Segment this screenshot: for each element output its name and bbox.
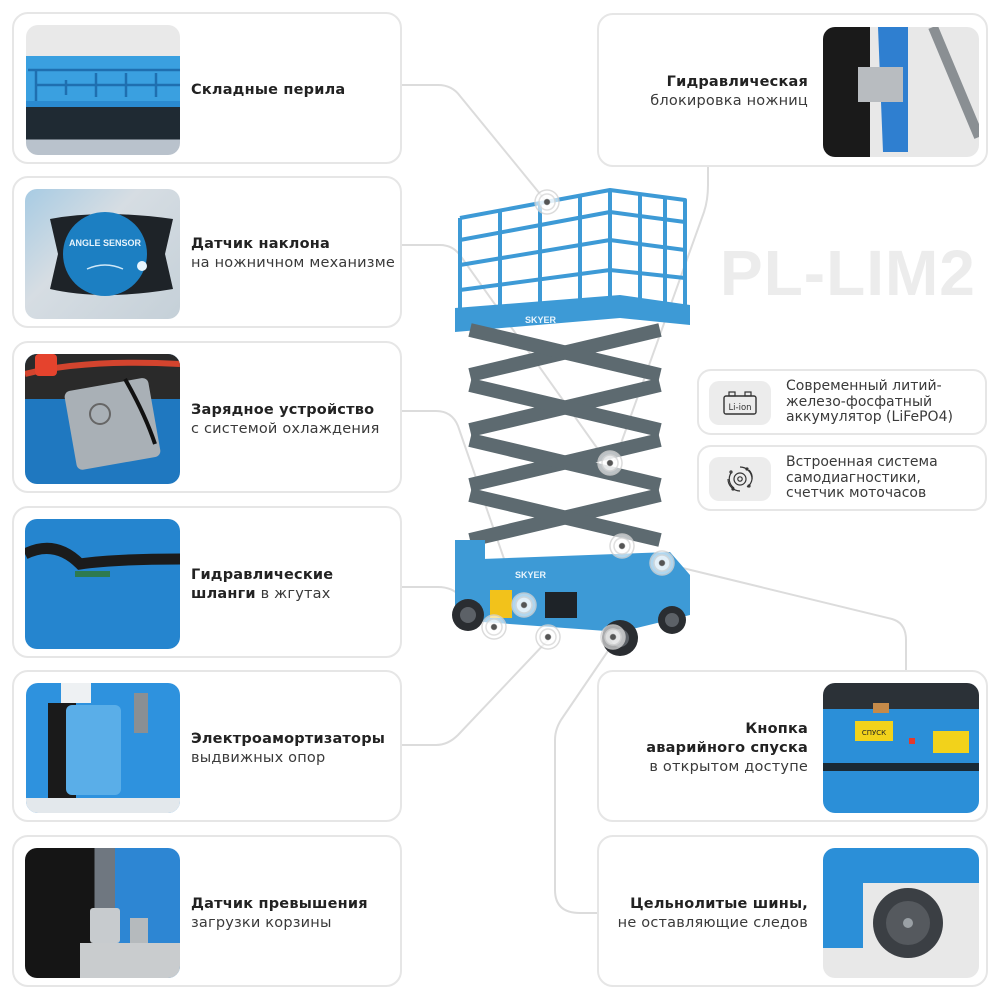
card-subtitle: в жгутах [260,586,331,602]
card-title: Цельнолитые шины, [630,896,808,912]
overload-sensor-illustration [80,908,180,978]
card-subtitle: выдвижных опор [191,750,326,766]
hydraulic-lock-illustration [858,27,979,152]
feature-card-hydraulic-lock: Гидравлическая блокировка ножниц [597,13,988,167]
sensor-illustration: ANGLE SENSOR [50,212,173,296]
feature-card-emergency-descent: СПУСК Кнопка аварийного спуска в открыто… [597,670,988,822]
railing-illustration [26,68,180,107]
photo-angle-sensor: ANGLE SENSOR [25,189,180,319]
card-subtitle: блокировка ножниц [650,93,808,109]
photo-hydraulic-hoses [25,519,180,649]
card-title: Зарядное устройство [191,402,375,418]
model-title: PL-LIM2 [720,237,976,309]
battery-li-ion-icon: Li-ion [709,381,771,425]
card-title: Датчик превышения [191,896,368,912]
hotspot-solid-tires[interactable] [600,624,626,650]
photo-folding-railing [26,25,180,155]
feature-card-charger: Зарядное устройство с системой охлаждени… [12,341,402,493]
card-title-cont: аварийного спуска [646,740,808,756]
charger-illustration [25,354,180,470]
photo-hydraulic-lock [823,27,979,157]
card-title: Электроамортизаторы [191,731,386,747]
card-title: Кнопка [745,721,808,737]
scissor-lift-image: SKYER SKYER [452,188,690,656]
hotspot-hydraulic-lock[interactable] [597,450,623,476]
damper-illustration [26,683,180,813]
feature-card-hydraulic-hoses: Гидравлические шланги в жгутах [12,506,402,658]
feature-text: Встроенная система самодиагностики, счет… [786,454,938,501]
svg-text:ANGLE SENSOR: ANGLE SENSOR [69,238,142,248]
emergency-button-illustration: СПУСК [823,703,979,771]
feature-self-diagnostics: Встроенная система самодиагностики, счет… [697,445,987,511]
card-subtitle: в открытом доступе [649,759,808,775]
photo-solid-tire [823,848,979,978]
feature-battery: Li-ion Современный литий- железо-фосфатн… [697,369,987,435]
svg-text:Li-ion: Li-ion [728,403,751,413]
hotspot-electric-dampers[interactable] [535,624,561,650]
hoses-illustration [25,542,180,577]
feature-card-solid-tires: Цельнолитые шины, не оставляющие следов [597,835,988,987]
card-subtitle: не оставляющие следов [617,915,808,931]
photo-electric-dampers [26,683,180,813]
card-title: Гидравлические [191,567,334,583]
svg-text:SKYER: SKYER [515,570,547,580]
feature-text: Современный литий- железо-фосфатный акку… [786,378,953,425]
tire-illustration [823,848,979,958]
card-subtitle: на ножничном механизме [191,255,395,271]
card-title: Датчик наклона [191,236,330,252]
photo-overload-sensor [25,848,180,978]
diagnostics-gear-icon [709,457,771,501]
card-subtitle: с системой охлаждения [191,421,380,437]
hotspot-emergency-descent[interactable] [649,550,675,576]
card-title: Гидравлическая [666,74,808,90]
hotspot-hydraulic-hoses[interactable] [481,614,507,640]
svg-text:СПУСК: СПУСК [862,729,886,737]
photo-emergency-button: СПУСК [823,683,979,813]
hotspot-charger[interactable] [511,592,537,618]
photo-charger [25,354,180,484]
hotspot-angle-sensor[interactable] [609,533,635,559]
card-title: Складные перила [191,82,346,98]
card-title-cont: шланги [191,586,256,602]
hotspot-railing[interactable] [534,189,560,215]
feature-card-electric-dampers: Электроамортизаторы выдвижных опор [12,670,402,822]
card-subtitle: загрузки корзины [191,915,332,931]
svg-text:SKYER: SKYER [525,315,557,325]
feature-card-angle-sensor: ANGLE SENSOR Датчик наклона на ножничном… [12,176,402,328]
feature-card-folding-railing: Складные перила [12,12,402,164]
feature-card-overload-sensor: Датчик превышения загрузки корзины [12,835,402,987]
